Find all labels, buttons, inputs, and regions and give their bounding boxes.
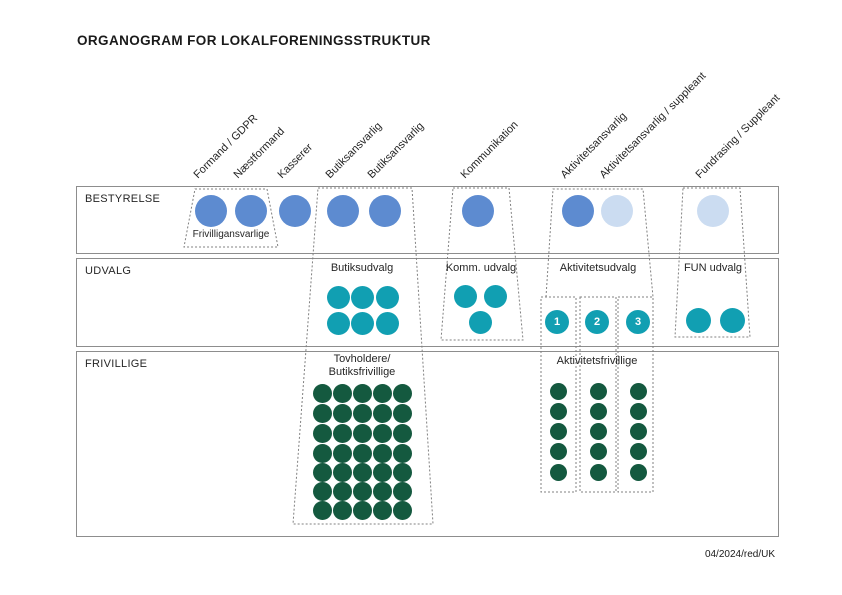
butiksudvalg-label: Butiksudvalg: [330, 262, 394, 274]
tovholdere-label-line2: Butiksfrivillige: [328, 366, 396, 378]
footer-note: 04/2024/red/UK: [704, 549, 775, 560]
frivilligansvarlige-label: Frivilligansvarlige: [192, 229, 270, 240]
row-label-udvalg: UDVALG: [85, 265, 132, 277]
page-title: ORGANOGRAM FOR LOKALFORENINGSSTRUKTUR: [77, 33, 431, 48]
row-frivillige: FRIVILLIGE: [76, 351, 779, 537]
tovholdere-label: Tovholdere/ Butiksfrivillige: [302, 353, 422, 379]
role-label-fundrasing-suppleant: Fundrasing / Suppleant: [693, 92, 783, 181]
row-bestyrelse: BESTYRELSE: [76, 186, 779, 254]
row-label-bestyrelse: BESTYRELSE: [85, 193, 161, 205]
tovholdere-label-line1: Tovholdere/: [333, 353, 391, 365]
fun-udvalg-label: FUN udvalg: [683, 262, 743, 274]
role-label-aktivitetsansvarlig: Aktivitetsansvarlig: [558, 110, 630, 181]
komm-udvalg-label: Komm. udvalg: [445, 262, 517, 274]
role-label-kasserer: Kasserer: [275, 141, 316, 181]
row-label-frivillige: FRIVILLIGE: [85, 358, 148, 370]
role-label-kommunikation: Kommunikation: [458, 118, 521, 181]
aktivitetsudvalg-label: Aktivitetsudvalg: [559, 262, 637, 274]
aktivitetsfrivillige-label: Aktivitetsfrivillige: [556, 355, 638, 367]
